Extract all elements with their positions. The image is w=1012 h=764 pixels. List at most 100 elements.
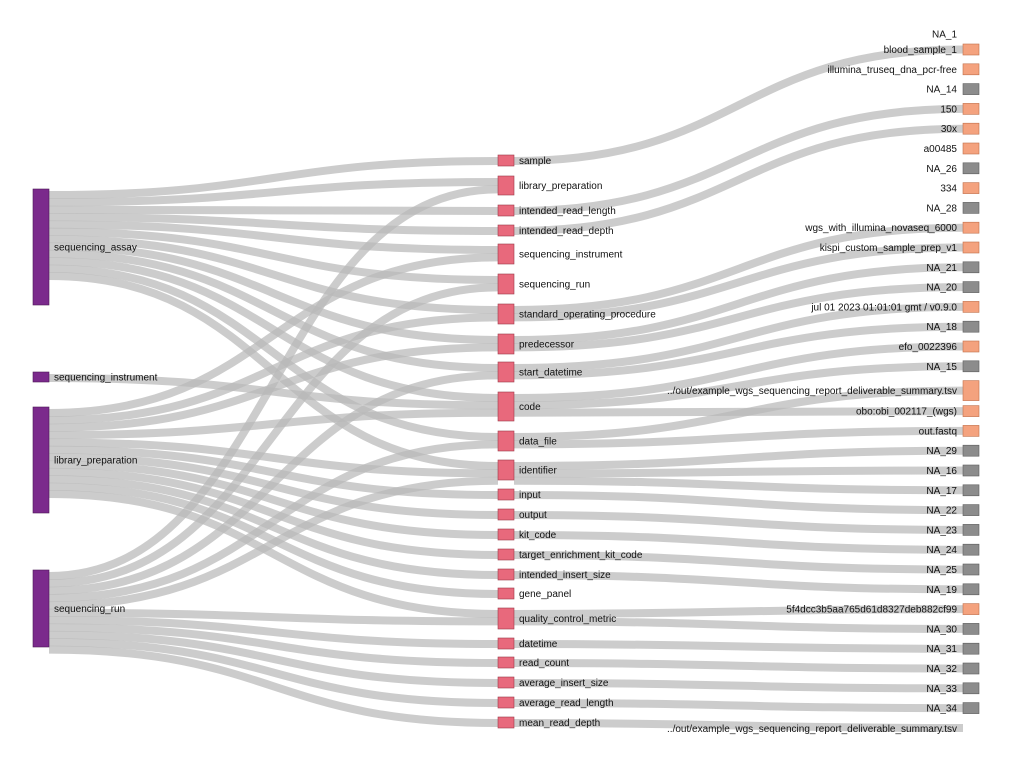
value-label-obo-obi-002117-wgs: obo:obi_002117_(wgs): [856, 407, 957, 418]
value-node-na-14[interactable]: [962, 83, 980, 95]
label-layer: sequencing_assaysequencing_instrumentlib…: [54, 30, 957, 736]
value-node-na-24[interactable]: [962, 543, 980, 556]
link-sequencing-run-to-datetime: [48, 616, 499, 648]
link-sequencing-assay-to-sequencing-instrument: [48, 220, 499, 254]
property-node-read-count[interactable]: [497, 656, 515, 669]
property-label-mean-read-depth: mean_read_depth: [519, 718, 600, 729]
value-node-illumina-truseq-dna-pcr-free[interactable]: [962, 63, 980, 76]
value-label-na-14: NA_14: [926, 85, 957, 96]
property-label-kit-code: kit_code: [519, 530, 557, 541]
property-node-gene-panel[interactable]: [497, 587, 515, 600]
value-label-na-25: NA_25: [926, 565, 957, 576]
value-node-na-29[interactable]: [962, 444, 980, 457]
property-label-start-datetime: start_datetime: [519, 368, 583, 379]
value-node-150[interactable]: [962, 103, 980, 115]
property-node-sequencing-instrument[interactable]: [497, 243, 515, 265]
property-node-mean-read-depth[interactable]: [497, 716, 515, 729]
link-sequencing-assay-to-data-file: [48, 264, 499, 441]
property-node-intended-insert-size[interactable]: [497, 568, 515, 581]
link-intended-read-depth-to-30x: [513, 124, 964, 235]
value-label-5f4dcc3b5aa765d61d8327deb882cf99: 5f4dcc3b5aa765d61d8327deb882cf99: [786, 605, 957, 616]
value-label-na-26: NA_26: [926, 164, 957, 175]
value-node-na-33[interactable]: [962, 682, 980, 695]
value-node-na-25[interactable]: [962, 563, 980, 576]
source-node-sequencing-instrument[interactable]: [32, 371, 50, 383]
value-node-na-31[interactable]: [962, 642, 980, 655]
property-node-data-file[interactable]: [497, 430, 515, 452]
value-node-na-19[interactable]: [962, 583, 980, 596]
property-node-average-insert-size[interactable]: [497, 676, 515, 689]
property-label-sequencing-instrument: sequencing_instrument: [519, 250, 623, 261]
value-label-efo-0022396: efo_0022396: [899, 342, 958, 353]
property-node-datetime[interactable]: [497, 637, 515, 650]
value-node-wgs-with-illumina-novaseq-6000[interactable]: [962, 221, 980, 234]
property-node-start-datetime[interactable]: [497, 361, 515, 383]
value-node-na-32[interactable]: [962, 662, 980, 675]
property-node-intended-read-depth[interactable]: [497, 224, 515, 237]
value-node-efo-0022396[interactable]: [962, 340, 980, 353]
value-node-a00485[interactable]: [962, 142, 980, 155]
property-node-target-enrichment-kit-code[interactable]: [497, 548, 515, 561]
link-sequencing-assay-to-library-preparation: [48, 178, 499, 207]
value-node-334[interactable]: [962, 182, 980, 194]
link-standard-operating-procedure-to-wgs-with-illumina-novaseq-6000: [513, 223, 964, 314]
link-sequencing-run-to-data-file: [48, 440, 499, 603]
value-node-na-20[interactable]: [962, 281, 980, 293]
property-node-predecessor[interactable]: [497, 333, 515, 355]
property-node-sample[interactable]: [497, 154, 515, 167]
property-label-intended-read-depth: intended_read_depth: [519, 226, 614, 237]
value-node-na-30[interactable]: [962, 623, 980, 635]
value-node-na-18[interactable]: [962, 320, 980, 333]
link-sequencing-assay-to-intended-read-depth: [48, 213, 499, 235]
value-node-out-fastq[interactable]: [962, 425, 980, 437]
source-label-sequencing-instrument: sequencing_instrument: [54, 373, 158, 384]
property-label-code: code: [519, 402, 541, 413]
property-node-code[interactable]: [497, 391, 515, 422]
link-sequencing-assay-to-sample: [48, 157, 499, 199]
value-node-na-28[interactable]: [962, 202, 980, 214]
value-label-na-21: NA_21: [926, 263, 957, 274]
value-node-kispi-custom-sample-prep-v1[interactable]: [962, 241, 980, 254]
property-node-intended-read-length[interactable]: [497, 204, 515, 217]
value-node-5f4dcc3b5aa765d61d8327deb882cf99[interactable]: [962, 603, 980, 615]
source-node-sequencing-run[interactable]: [32, 569, 50, 648]
property-label-library-preparation: library_preparation: [519, 181, 602, 192]
source-node-sequencing-assay[interactable]: [32, 188, 50, 306]
property-node-output[interactable]: [497, 508, 515, 521]
value-node-out-example-wgs-sequencing-report-deliverable-summary-tsv[interactable]: [962, 380, 980, 401]
link-sequencing-assay-to-intended-read-length: [48, 205, 499, 215]
value-node-na-16[interactable]: [962, 464, 980, 477]
value-node-na-17[interactable]: [962, 484, 980, 497]
value-node-jul-01-2023-01-01-01-gmt-v0-9-0[interactable]: [962, 301, 980, 313]
value-node-na-21[interactable]: [962, 261, 980, 274]
value-node-na-34[interactable]: [962, 702, 980, 714]
value-label-na-28: NA_28: [926, 203, 957, 214]
value-node-30x[interactable]: [962, 122, 980, 135]
link-sequencing-run-to-read-count: [48, 623, 499, 667]
value-label-illumina-truseq-dna-pcr-free: illumina_truseq_dna_pcr-free: [827, 65, 957, 76]
property-node-library-preparation[interactable]: [497, 175, 515, 196]
value-label-out-example-wgs-sequencing-report-deliverable-summary-tsv: ../out/example_wgs_sequencing_report_del…: [667, 724, 957, 735]
property-node-identifier[interactable]: [497, 459, 515, 481]
property-node-quality-control-metric[interactable]: [497, 607, 515, 630]
property-label-sample: sample: [519, 156, 552, 167]
value-node-na-23[interactable]: [962, 524, 980, 536]
value-label-na-18: NA_18: [926, 322, 957, 333]
value-node-blood-sample-1[interactable]: [962, 43, 980, 56]
property-node-input[interactable]: [497, 488, 515, 501]
value-label-kispi-custom-sample-prep-v1: kispi_custom_sample_prep_v1: [820, 243, 958, 254]
property-label-intended-read-length: intended_read_length: [519, 206, 616, 217]
property-node-kit-code[interactable]: [497, 528, 515, 541]
link-library-preparation-to-code: [48, 408, 499, 440]
property-node-standard-operating-procedure[interactable]: [497, 303, 515, 325]
value-node-na-15[interactable]: [962, 360, 980, 373]
link-sequencing-run-to-average-insert-size: [48, 630, 499, 687]
link-sequencing-run-to-start-datetime: [48, 371, 499, 595]
value-node-na-26[interactable]: [962, 162, 980, 175]
property-node-sequencing-run[interactable]: [497, 273, 515, 295]
source-node-library-preparation[interactable]: [32, 406, 50, 514]
value-node-na-22[interactable]: [962, 504, 980, 516]
value-node-obo-obi-002117-wgs[interactable]: [962, 405, 980, 417]
property-node-average-read-length[interactable]: [497, 696, 515, 709]
value-label-na-32: NA_32: [926, 664, 957, 675]
